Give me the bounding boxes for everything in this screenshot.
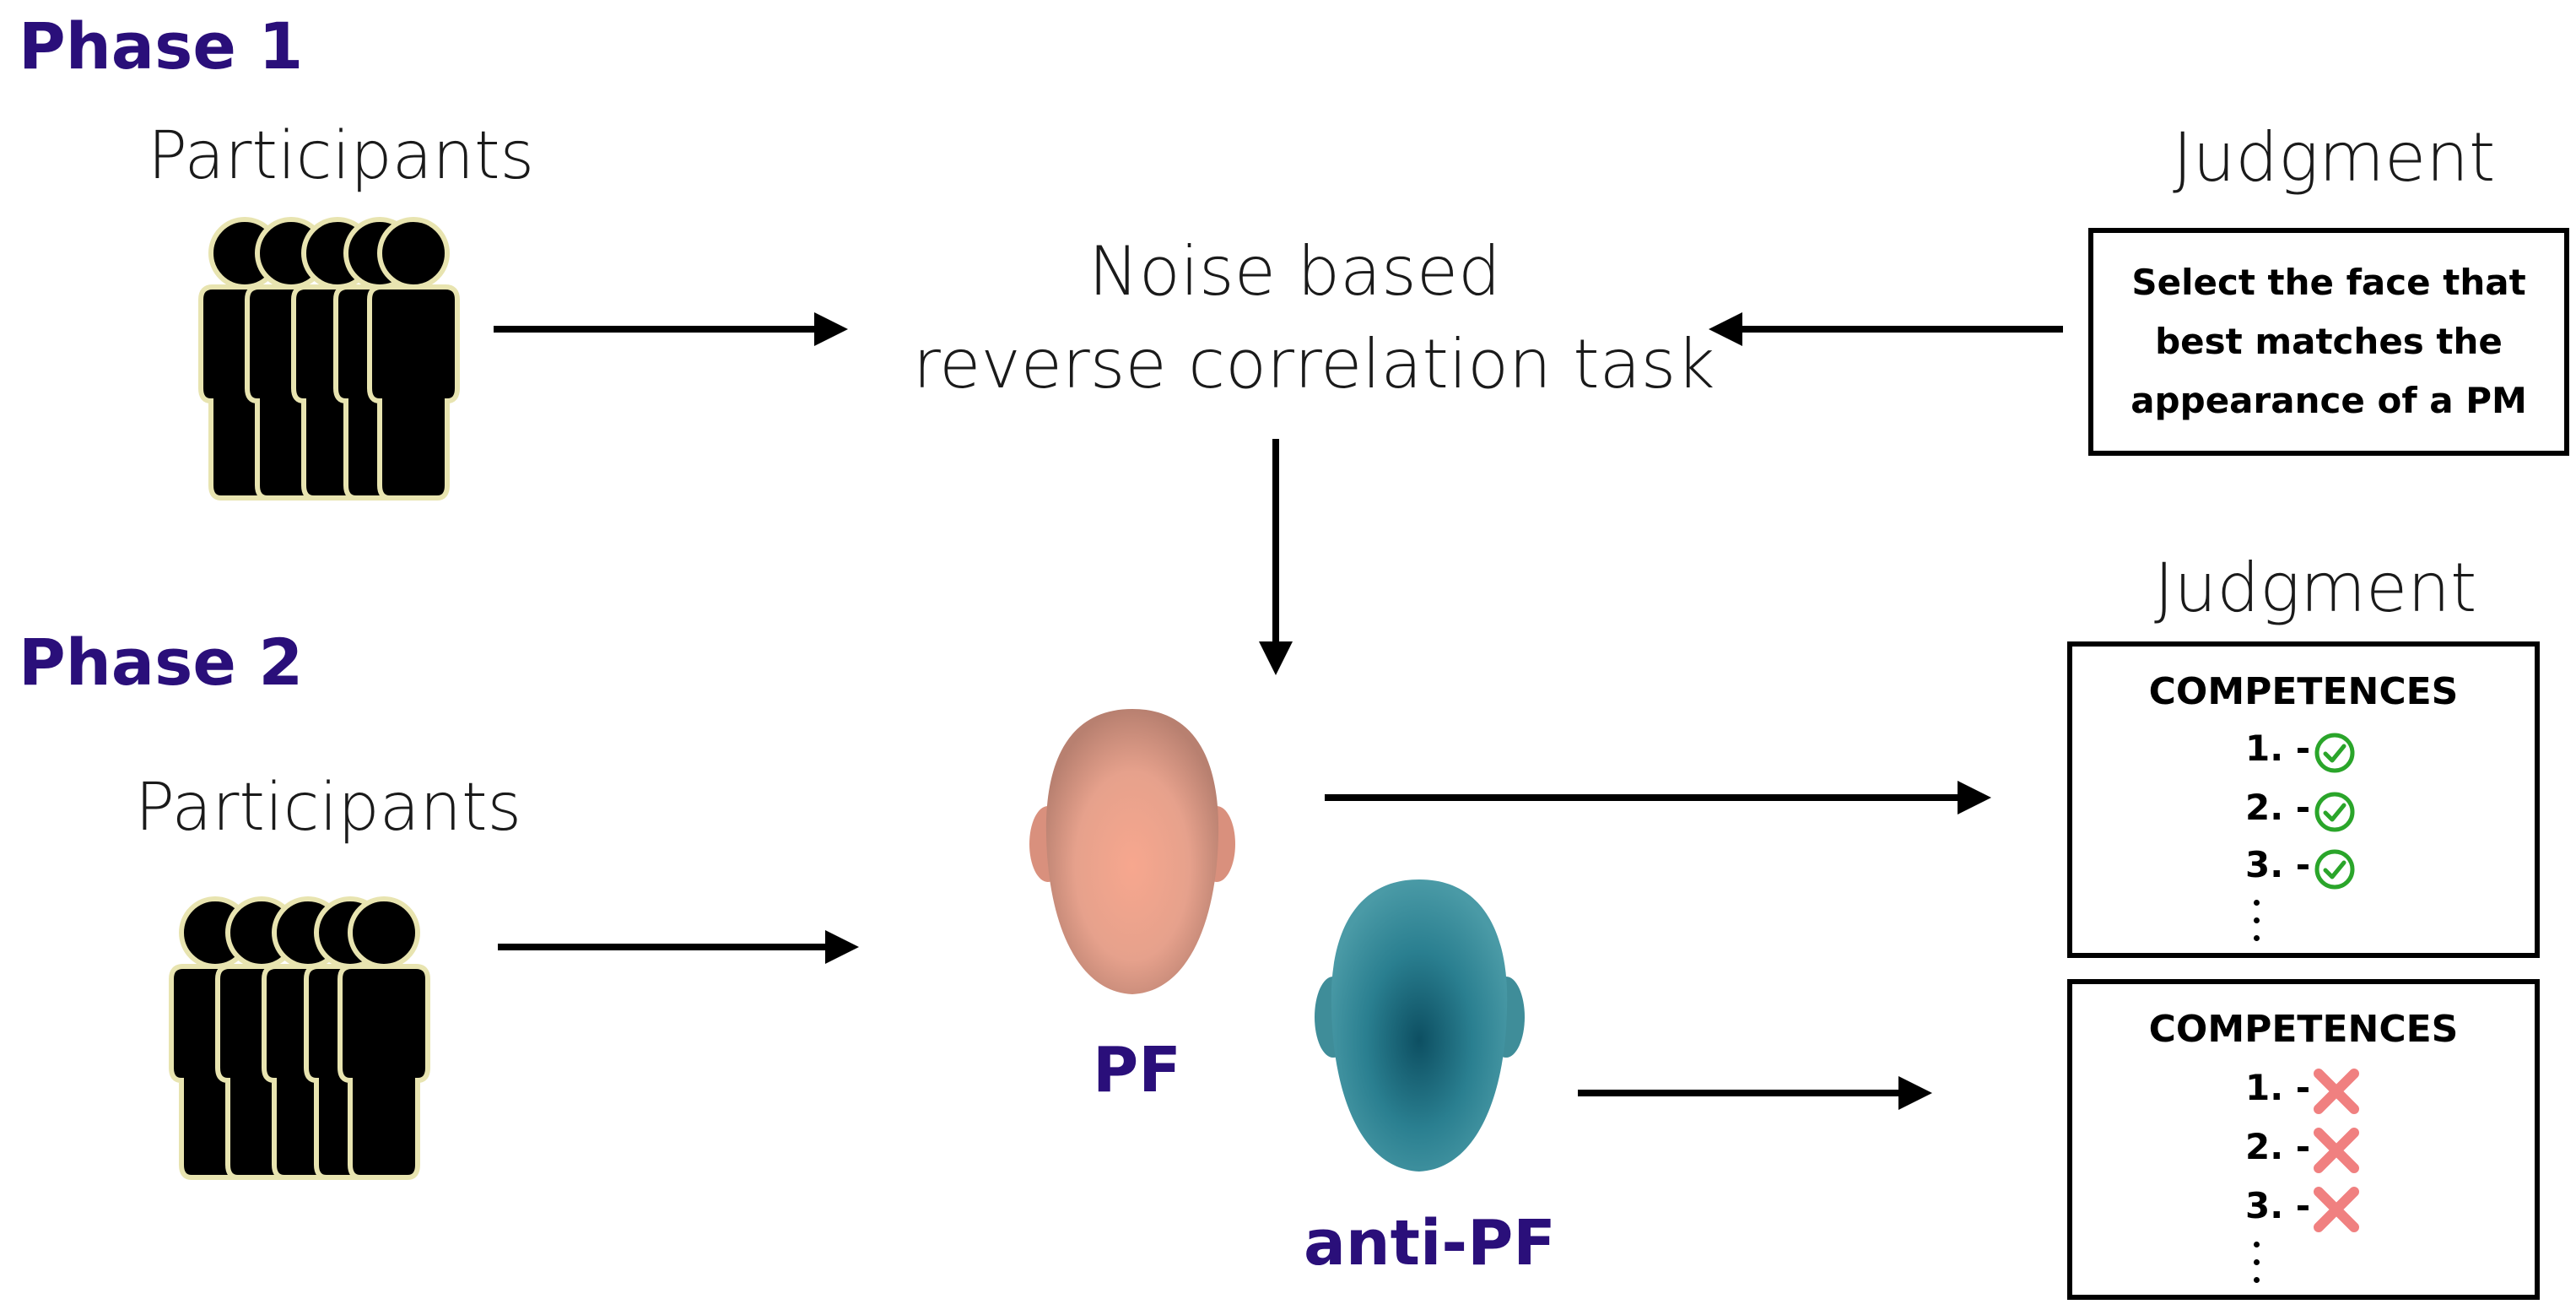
check-icon: [2314, 733, 2355, 773]
instruction-line3: appearance of a PM: [2130, 380, 2527, 421]
cross-icon: [2314, 1187, 2359, 1232]
pf-competences-heading: COMPETENCES: [2148, 670, 2459, 713]
instruction-line2: best matches the: [2155, 321, 2503, 362]
antipf-item-1: 1. -: [2245, 1067, 2311, 1108]
antipf-item-2: 2. -: [2245, 1126, 2311, 1167]
task-line2: reverse correlation task: [913, 325, 1715, 403]
people-group-icon: [171, 899, 428, 1177]
cross-icon: [2314, 1069, 2359, 1114]
instruction-box: Select the face that best matches the ap…: [2088, 228, 2569, 456]
face-pf-icon: [1029, 709, 1235, 994]
people-group-icon: [201, 219, 457, 498]
pf-item-3: 3. -: [2245, 844, 2311, 885]
right-arrow-icon: [1578, 1076, 1932, 1110]
pf-item-2: 2. -: [2245, 787, 2311, 828]
task-line1: Noise based: [1088, 232, 1501, 311]
face-antipf-icon: [1315, 879, 1525, 1172]
left-arrow-icon: [1709, 312, 2063, 346]
antipf-item-3: 3. -: [2245, 1185, 2311, 1226]
continuation-dots: [2254, 1242, 2260, 1283]
antipf-label: anti-PF: [1304, 1207, 1556, 1280]
down-arrow-icon: [1259, 439, 1293, 675]
participants-label-phase2: Participants: [135, 770, 522, 846]
continuation-dots: [2254, 900, 2260, 941]
antipf-competences-heading: COMPETENCES: [2148, 1008, 2459, 1051]
judgment-label-1: Judgment: [2173, 118, 2496, 197]
pf-item-1: 1. -: [2245, 728, 2311, 769]
pf-competences-box: COMPETENCES 1. - 2. - 3. -: [2067, 641, 2540, 958]
judgment-label-2: Judgment: [2154, 549, 2477, 627]
right-arrow-icon: [498, 930, 859, 964]
check-icon: [2314, 792, 2355, 832]
right-arrow-icon: [494, 312, 848, 346]
phase2-title: Phase 2: [19, 625, 304, 700]
pf-label: PF: [1093, 1034, 1181, 1107]
cross-icon: [2314, 1128, 2359, 1173]
check-icon: [2314, 849, 2355, 890]
participants-label-phase1: Participants: [148, 118, 535, 194]
instruction-line1: Select the face that: [2131, 262, 2526, 303]
antipf-competences-box: COMPETENCES 1. - 2. - 3. -: [2067, 979, 2540, 1300]
right-arrow-icon: [1325, 781, 1991, 814]
phase1-title: Phase 1: [19, 8, 304, 84]
